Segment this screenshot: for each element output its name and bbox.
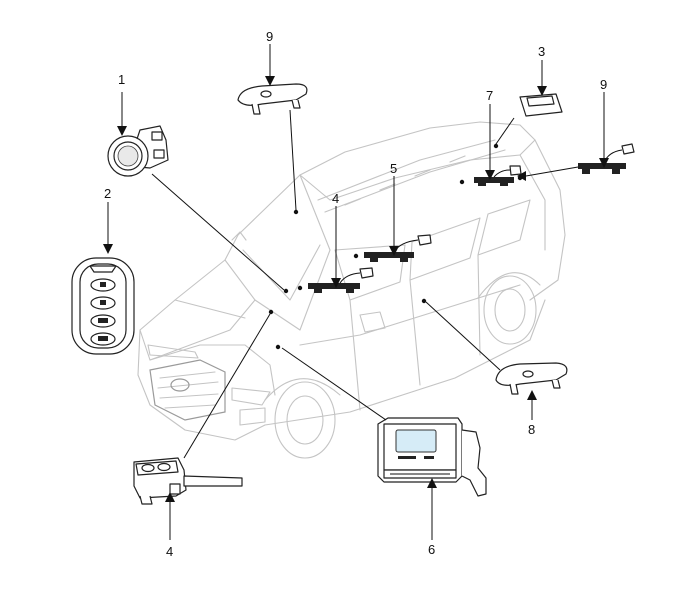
arrowhead-8: [527, 390, 537, 400]
arrowhead-1: [117, 126, 127, 136]
callout-1: 1: [118, 72, 125, 87]
door-handle-part-8: [495, 362, 568, 395]
actuator-part-4: [133, 457, 243, 505]
antenna-part-4-interior: [308, 267, 374, 293]
arrowhead-4-bottom: [165, 492, 175, 502]
callout-8: 8: [528, 422, 535, 437]
antenna-part-5: [364, 234, 432, 262]
callout-4-bottom: 4: [166, 544, 173, 559]
callout-9-left: 9: [266, 29, 273, 44]
callout-labels: 1 2 3 9 9 7 5 4 8 6 4: [104, 29, 607, 559]
arrowhead-7: [485, 170, 495, 180]
callout-4-top: 4: [332, 191, 339, 206]
leader-lines: [107, 44, 605, 540]
arrowhead-9-left: [265, 76, 275, 86]
arrowhead-3: [537, 86, 547, 96]
smart-key-fob-part: [71, 257, 135, 355]
callout-2: 2: [104, 186, 111, 201]
callout-6: 6: [428, 542, 435, 557]
arrowhead-5: [389, 246, 399, 256]
start-stop-button-part: [107, 125, 169, 177]
callout-5: 5: [390, 161, 397, 176]
door-handle-part-left: [237, 83, 308, 115]
leader-arrowheads: [103, 76, 609, 502]
callout-9-right: 9: [600, 77, 607, 92]
location-dots: [268, 143, 523, 350]
arrowhead-4-top: [331, 278, 341, 288]
smart-key-unit-part-6: [377, 417, 487, 497]
callout-7: 7: [486, 88, 493, 103]
arrowhead-2: [103, 244, 113, 254]
callout-3: 3: [538, 44, 545, 59]
suv-vehicle-outline: [137, 121, 566, 459]
rear-small-module-part: [519, 93, 563, 117]
arrowhead-9-right-b: [517, 171, 526, 181]
antenna-part-7: [474, 165, 522, 186]
arrowhead-6: [427, 478, 437, 488]
arrowhead-9-right-a: [599, 158, 609, 168]
